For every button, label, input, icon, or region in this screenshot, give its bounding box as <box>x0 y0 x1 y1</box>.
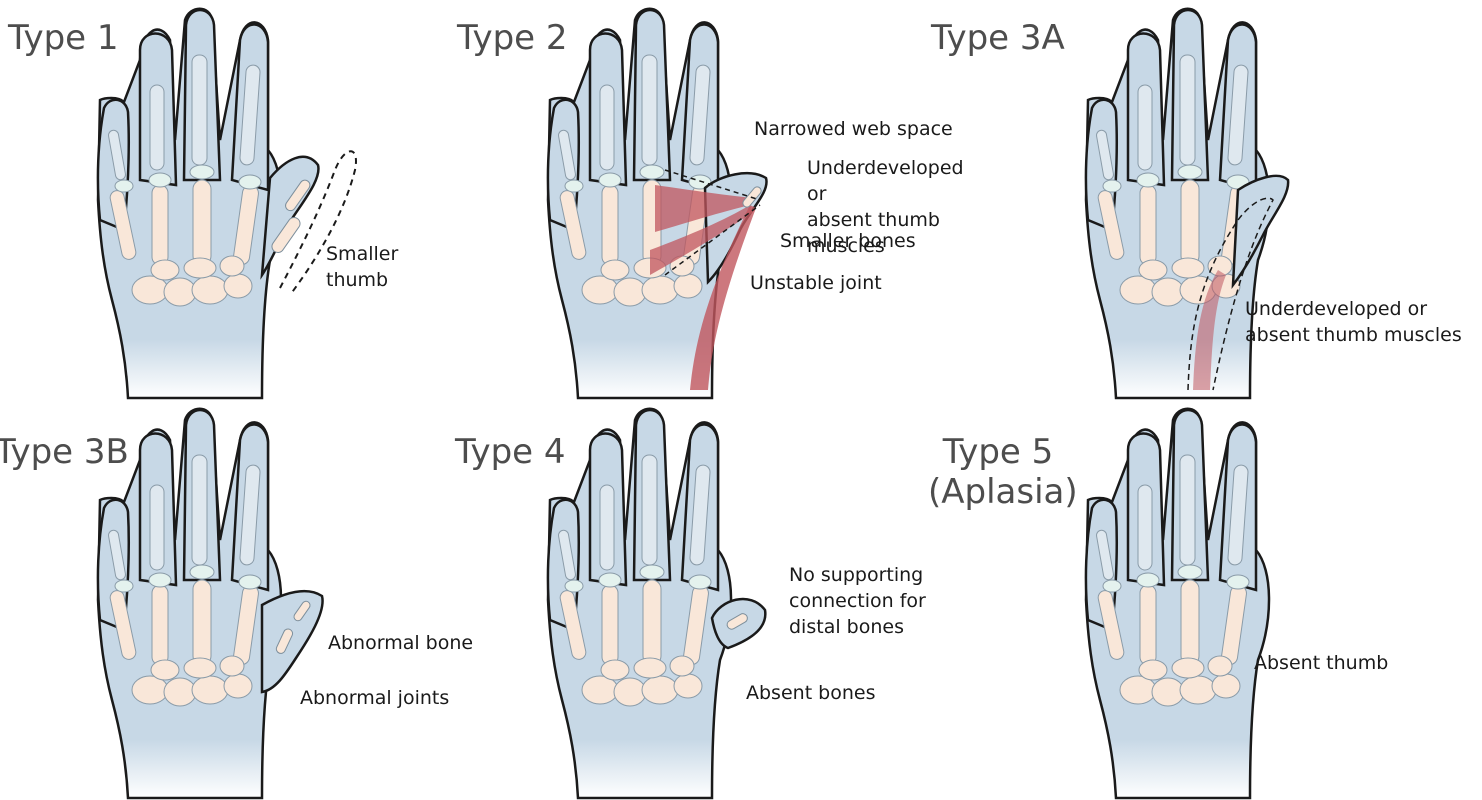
callout-smaller-thumb: Smaller thumb <box>326 241 398 293</box>
panel-type-3a: Type 3A Underdeveloped or absent thumb m… <box>988 0 1482 400</box>
panel-type-3b: Type 3B Abnormal bone Abnormal joints <box>0 400 494 800</box>
panel-type-5: Type 5 (Aplasia) Absent thumb <box>988 400 1482 800</box>
callout-unstable-joint: Unstable joint <box>750 270 882 296</box>
panel-type-1: Type 1 Smaller thumb <box>0 0 494 400</box>
callout-smaller-bones: Smaller bones <box>780 228 916 254</box>
type-title-subtitle: (Aplasia) <box>928 472 1068 512</box>
callout-narrowed-web-space: Narrowed web space <box>754 116 953 142</box>
callout-underdeveloped-thumb-muscles: Underdeveloped or absent thumb muscles <box>1245 296 1462 348</box>
type-title: Type 3B <box>0 432 129 472</box>
panel-type-4: Type 4 No supporting connection for dist… <box>450 400 944 800</box>
hand-illustration-type-1 <box>0 0 494 400</box>
callout-abnormal-joints: Abnormal joints <box>300 685 449 711</box>
type-title-main: Type 5 <box>928 432 1068 472</box>
callout-no-supporting-connection: No supporting connection for distal bone… <box>789 562 926 640</box>
callout-absent-bones: Absent bones <box>746 680 876 706</box>
panel-type-2: Type 2 Narrowed web space Underdeveloped… <box>450 0 944 400</box>
type-title: Type 5 (Aplasia) <box>928 432 1068 512</box>
type-title: Type 1 <box>8 18 119 58</box>
type-title: Type 4 <box>455 432 566 472</box>
type-title: Type 2 <box>457 18 568 58</box>
type-title: Type 3A <box>931 18 1065 58</box>
callout-absent-thumb: Absent thumb <box>1254 650 1388 676</box>
